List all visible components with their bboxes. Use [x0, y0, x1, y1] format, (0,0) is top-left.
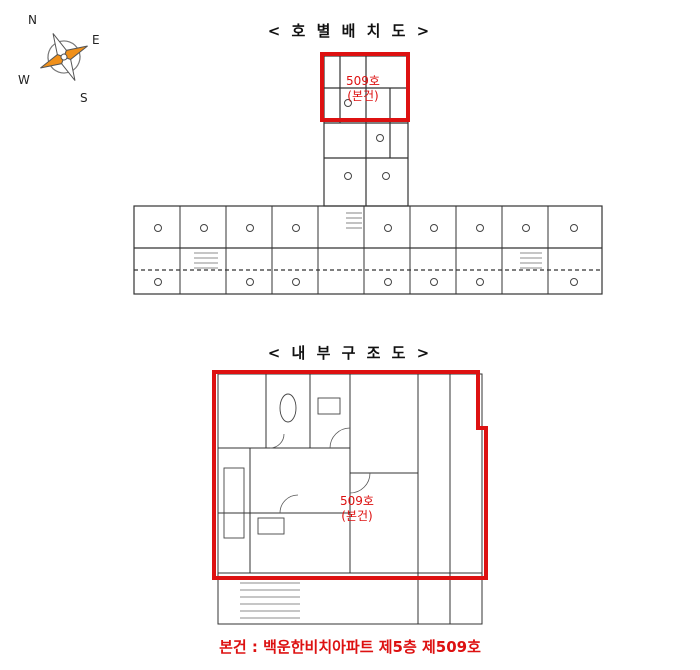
subject-label: (본건)	[341, 509, 373, 523]
unit-509-label-top: 509호 (본건)	[333, 74, 393, 104]
compass-rose: N E S W	[18, 13, 100, 105]
unit-number-label: 509호	[340, 494, 374, 508]
unit-509-label-interior: 509호 (본건)	[327, 494, 387, 524]
compass-east: E	[92, 33, 100, 47]
compass-south: S	[80, 91, 88, 105]
interior-plan-title: < 내 부 구 조 도 >	[267, 344, 433, 362]
subject-label: (본건)	[347, 89, 379, 103]
floor-layout-plan	[133, 52, 603, 295]
unit-layout-title: < 호 별 배 치 도 >	[267, 22, 433, 40]
property-caption: 본건 : 백운한비치아파트 제5층 제509호	[219, 638, 481, 656]
compass-west: W	[18, 73, 30, 87]
compass-north: N	[28, 13, 37, 27]
interior-floor-plan	[212, 370, 488, 625]
unit-number-label: 509호	[346, 74, 380, 88]
